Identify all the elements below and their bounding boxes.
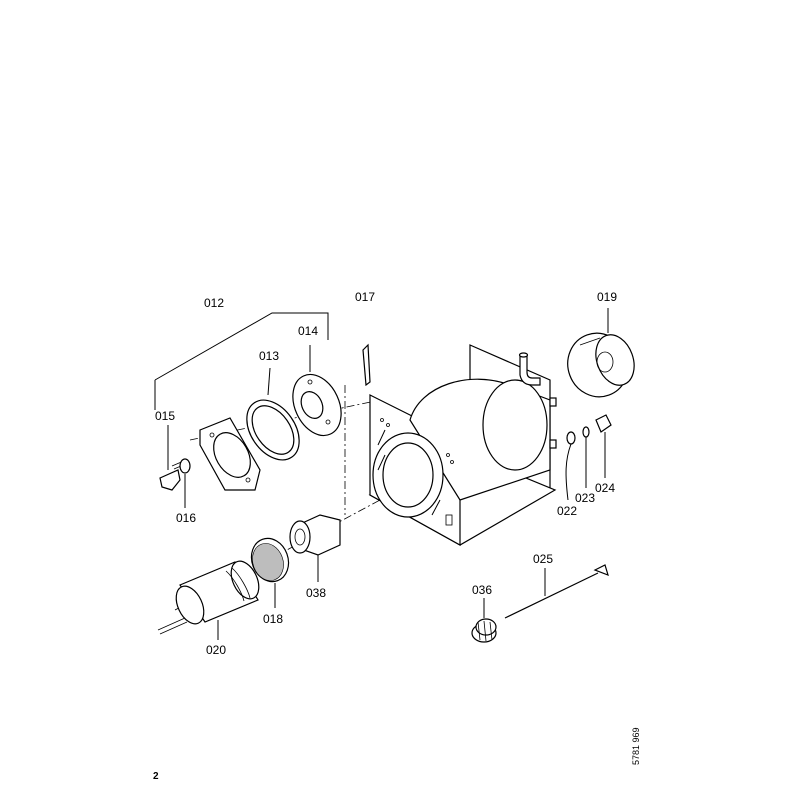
part-016-clip: [179, 458, 191, 508]
part-023-washer: [582, 426, 590, 488]
part-020-tube: [157, 560, 260, 640]
part-038-burner-head: [289, 514, 341, 582]
page-number: 2: [153, 771, 159, 782]
label-022: 022: [557, 504, 577, 518]
burner-housing: [368, 344, 557, 547]
part-017-rod: [362, 343, 371, 387]
label-036: 036: [472, 583, 492, 597]
document-number: 5781 969: [631, 727, 641, 765]
label-020: 020: [206, 643, 226, 657]
part-013-ring: [246, 367, 300, 461]
part-019-cover: [567, 308, 635, 398]
part-018-disc: [250, 537, 290, 608]
label-015: 015: [155, 409, 175, 423]
label-019: 019: [597, 290, 617, 304]
part-014-flange: [292, 345, 342, 437]
part-025-rod-tool: [504, 564, 609, 619]
part-022-oring: [565, 431, 576, 501]
label-014: 014: [298, 324, 318, 338]
part-024-nut: [595, 414, 612, 478]
label-024: 024: [595, 481, 615, 495]
label-016: 016: [176, 511, 196, 525]
label-025: 025: [533, 552, 553, 566]
label-012: 012: [204, 296, 224, 310]
part-015-lever: [159, 425, 189, 491]
label-018: 018: [263, 612, 283, 626]
part-036-knob: [471, 598, 497, 643]
label-013: 013: [259, 349, 279, 363]
label-038: 038: [306, 586, 326, 600]
mounting-plate: [199, 417, 261, 491]
part-012-leader: [154, 312, 329, 410]
label-017: 017: [355, 290, 375, 304]
label-023: 023: [575, 491, 595, 505]
